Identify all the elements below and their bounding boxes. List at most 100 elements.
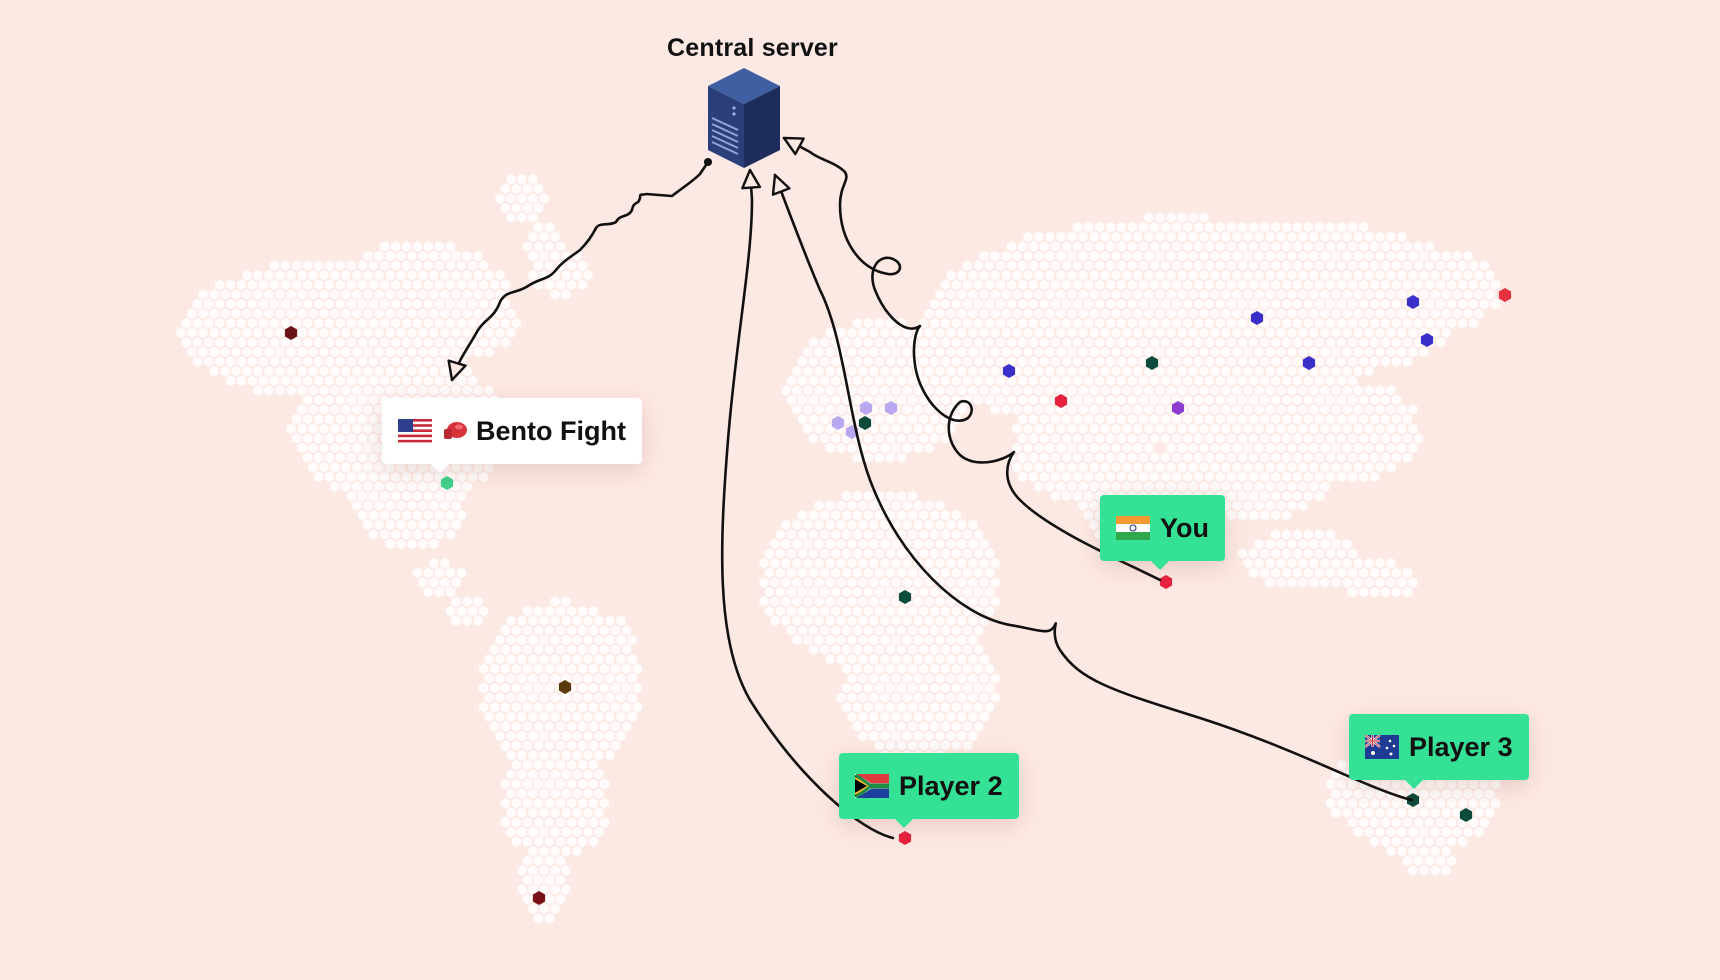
map-hex-dot	[429, 500, 439, 511]
map-hex-dot	[286, 385, 296, 396]
map-hex-dot	[1017, 452, 1028, 463]
map-hex-dot	[1292, 317, 1303, 329]
map-hex-dot	[962, 337, 973, 348]
map-hex-dot	[434, 356, 445, 367]
map-hex-dot	[341, 461, 351, 473]
map-hex-dot	[1226, 413, 1237, 425]
map-hex-dot	[1149, 433, 1160, 444]
map-hex-dot	[1089, 519, 1099, 531]
map-hex-dot	[1144, 250, 1154, 262]
map-hex-dot	[1039, 317, 1050, 329]
map-hex-dot	[1237, 394, 1248, 406]
map-hex-dot	[1342, 385, 1352, 396]
map-hex-dot	[429, 250, 439, 262]
map-hex-dot	[1072, 337, 1083, 348]
map-hex-dot	[1287, 365, 1297, 377]
map-hex-dot	[1298, 538, 1308, 550]
map-hex-dot	[192, 298, 203, 310]
map-hex-dot	[1347, 471, 1358, 483]
map-hex-dot	[1281, 452, 1292, 463]
map-hex-dot	[1226, 298, 1237, 310]
map-hex-dot	[1380, 317, 1391, 329]
map-hex-dot	[995, 298, 1006, 310]
map-hex-dot	[280, 356, 291, 367]
map-hex-dot	[385, 481, 395, 492]
map-hex-dot	[1182, 221, 1193, 233]
map-hex-dot	[841, 490, 852, 502]
map-hex-dot	[1298, 385, 1308, 396]
map-hex-dot	[1100, 250, 1110, 262]
map-hex-dot	[1320, 538, 1330, 550]
map-hex-dot	[1034, 423, 1044, 435]
map-hex-dot	[1045, 461, 1055, 473]
map-hex-dot	[1144, 308, 1154, 319]
map-hex-dot	[1265, 250, 1275, 262]
map-hex-dot	[258, 337, 269, 348]
map-hex-dot	[1171, 413, 1182, 425]
map-hex-dot	[1287, 250, 1297, 262]
map-hex-dot	[352, 346, 362, 358]
map-hex-dot	[368, 298, 379, 310]
map-hex-dot	[924, 365, 934, 377]
map-hex-dot	[1243, 250, 1253, 262]
map-hex-dot	[841, 413, 852, 425]
map-hex-dot	[1028, 298, 1039, 310]
map-hex-dot	[1177, 327, 1187, 339]
map-hex-dot	[1380, 241, 1391, 252]
map-hex-dot	[896, 356, 907, 367]
map-hex-dot	[302, 356, 313, 367]
map-hex-dot	[1243, 289, 1253, 300]
map-hex-dot	[1314, 221, 1325, 233]
map-hex-dot	[1012, 250, 1022, 262]
map-hex-dot	[407, 289, 417, 300]
map-hex-dot	[1138, 317, 1149, 329]
map-hex-dot	[330, 365, 340, 377]
map-hex-dot	[1039, 394, 1050, 406]
map-hex-dot	[1039, 375, 1050, 387]
map-hex-dot	[1083, 471, 1094, 483]
map-hex-dot	[401, 529, 412, 540]
map-hex-dot	[1056, 231, 1066, 243]
map-hex-dot	[1353, 442, 1363, 454]
map-hex-dot	[412, 471, 423, 483]
map-hex-dot	[1072, 452, 1083, 463]
map-hex-dot	[1270, 356, 1281, 367]
map-hex-dot	[242, 365, 252, 377]
map-hex-dot	[896, 394, 907, 406]
map-hex-dot	[1023, 231, 1033, 243]
map-hex-dot	[313, 394, 324, 406]
map-hex-dot	[1391, 356, 1402, 367]
map-hex-dot	[385, 289, 395, 300]
map-hex-dot	[1188, 346, 1198, 358]
map-hex-dot	[1424, 298, 1435, 310]
map-hex-dot	[962, 548, 973, 559]
map-hex-dot	[1039, 241, 1050, 252]
map-hex-dot	[363, 404, 373, 415]
map-hex-dot	[1474, 269, 1484, 281]
map-hex-dot	[1061, 375, 1072, 387]
map-hex-dot	[808, 337, 819, 348]
map-hex-dot	[885, 548, 896, 559]
map-hex-dot	[275, 365, 285, 377]
map-hex-dot	[1138, 433, 1149, 444]
map-hex-dot	[1303, 529, 1314, 540]
map-hex-dot	[1276, 269, 1286, 281]
map-hex-dot	[1089, 269, 1099, 281]
map-hex-dot	[1166, 481, 1176, 492]
map-hex-dot	[1265, 538, 1275, 550]
map-hex-dot	[1298, 365, 1308, 377]
map-hex-dot	[1056, 385, 1066, 396]
map-hex-dot	[1105, 260, 1116, 271]
map-hex-dot	[935, 308, 945, 319]
map-hex-dot	[330, 308, 340, 319]
map-hex-dot	[946, 538, 956, 550]
map-hex-dot	[1100, 404, 1110, 415]
map-hex-dot	[1006, 279, 1017, 291]
map-hex-dot	[786, 548, 797, 559]
map-hex-dot	[203, 356, 214, 367]
map-hex-dot	[1094, 433, 1105, 444]
map-hex-dot	[1232, 365, 1242, 377]
map-hex-dot	[1083, 241, 1094, 252]
map-hex-dot	[1265, 231, 1275, 243]
map-hex-dot	[951, 375, 962, 387]
